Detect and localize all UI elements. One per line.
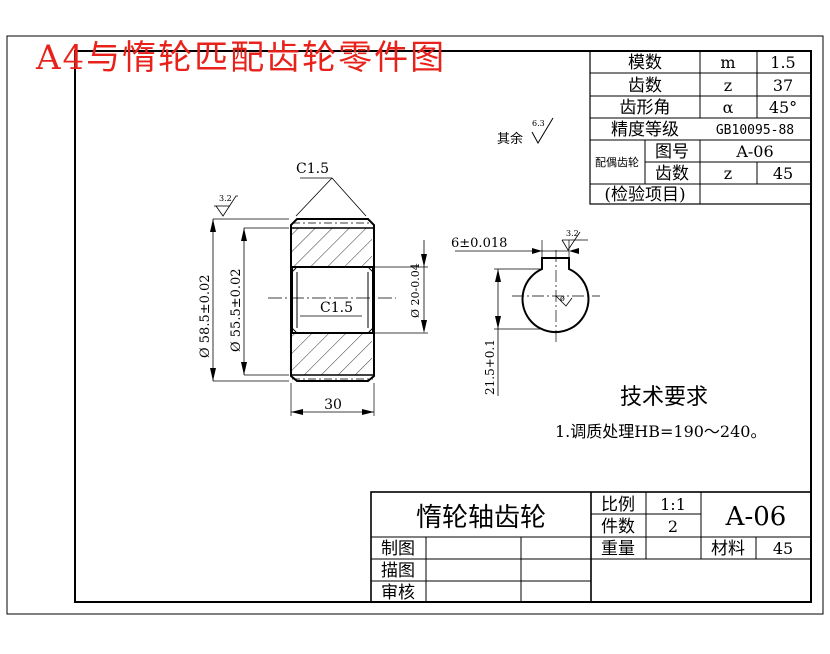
mating-gear-label: 配偶齿轮 (595, 155, 639, 169)
dim-outer-diameter: Ø 58.5±0.02 (198, 274, 213, 358)
roughness-symbol-icon (531, 117, 554, 145)
gear-section-view: C1.5 C1.5 3.2 Ø 58.5±0.02 Ø 55.5±0.02 Ø … (198, 161, 428, 416)
param-value-module: 1.5 (770, 53, 795, 72)
mating-symbol-teeth: z (724, 164, 732, 183)
param-symbol-pressure-angle: α (723, 98, 734, 117)
check-items-label: (检验项目) (604, 185, 685, 205)
mating-value-teeth: 45 (773, 164, 793, 183)
mating-label-drawing-no: 图号 (655, 142, 689, 162)
chamfer-mid-label: C1.5 (320, 300, 353, 316)
bore-radius-mark: ø (560, 294, 565, 303)
gear-bore (291, 266, 374, 334)
dim-root-diameter: Ø 55.5±0.02 (229, 268, 244, 352)
keyway-view: ø 6±0.018 3.2 21.5+0.1 (451, 229, 600, 396)
drawn-by-label: 制图 (381, 539, 415, 559)
material-label: 材料 (711, 539, 745, 559)
material-value: 45 (773, 539, 793, 558)
dim-keyway-width: 6±0.018 (451, 236, 507, 251)
roughness-outer-value: 3.2 (219, 194, 232, 203)
drawing-number: A-06 (725, 502, 787, 532)
mating-label-teeth: 齿数 (655, 164, 689, 184)
roughness-keyway-icon (561, 231, 581, 251)
bore-circle-with-keyway (521, 257, 590, 334)
tech-req-title: 技术要求 (620, 385, 708, 410)
checked-by-label: 审核 (381, 583, 415, 603)
dim-face-width: 30 (324, 397, 342, 413)
param-table: 模数 m 1.5 齿数 z 37 齿形角 α 45° 精度等级 GB10095-… (589, 50, 812, 205)
param-label-module: 模数 (628, 53, 662, 73)
roughness-other-label: 其余 (497, 131, 523, 147)
overlay-title: A4与惰轮匹配齿轮零件图 (36, 38, 447, 78)
mating-value-drawing-no: A-06 (735, 142, 773, 161)
dim-key-depth: 21.5+0.1 (483, 339, 497, 395)
param-symbol-module: m (720, 53, 735, 72)
part-name: 惰轮轴齿轮 (416, 503, 546, 533)
chamfer-top-label: C1.5 (296, 161, 329, 177)
qty-label: 件数 (601, 517, 635, 537)
title-block: 惰轮轴齿轮 比例 1:1 件数 2 A-06 重量 材料 45 制图 描图 审核 (370, 491, 812, 603)
param-label-pressure-angle: 齿形角 (620, 98, 671, 118)
qty-value: 2 (668, 517, 678, 536)
scale-value: 1:1 (660, 495, 686, 514)
traced-by-label: 描图 (381, 561, 415, 581)
param-value-accuracy: GB10095-88 (716, 123, 794, 138)
param-value-teeth: 37 (773, 76, 793, 95)
param-value-pressure-angle: 45° (769, 98, 797, 117)
roughness-keyway-value: 3.2 (566, 229, 579, 238)
roughness-other-value: 6.3 (532, 119, 545, 128)
roughness-other: 其余 6.3 (497, 117, 554, 147)
param-label-accuracy: 精度等级 (611, 120, 679, 140)
outer-frame (6, 35, 824, 615)
param-label-teeth: 齿数 (628, 76, 662, 96)
param-symbol-teeth: z (724, 76, 732, 95)
scale-label: 比例 (601, 495, 635, 515)
weight-label: 重量 (601, 539, 635, 559)
tech-req-item: 1.调质处理HB=190～240。 (555, 422, 766, 441)
dim-bore-diameter: Ø 20-0.04 (409, 263, 422, 318)
